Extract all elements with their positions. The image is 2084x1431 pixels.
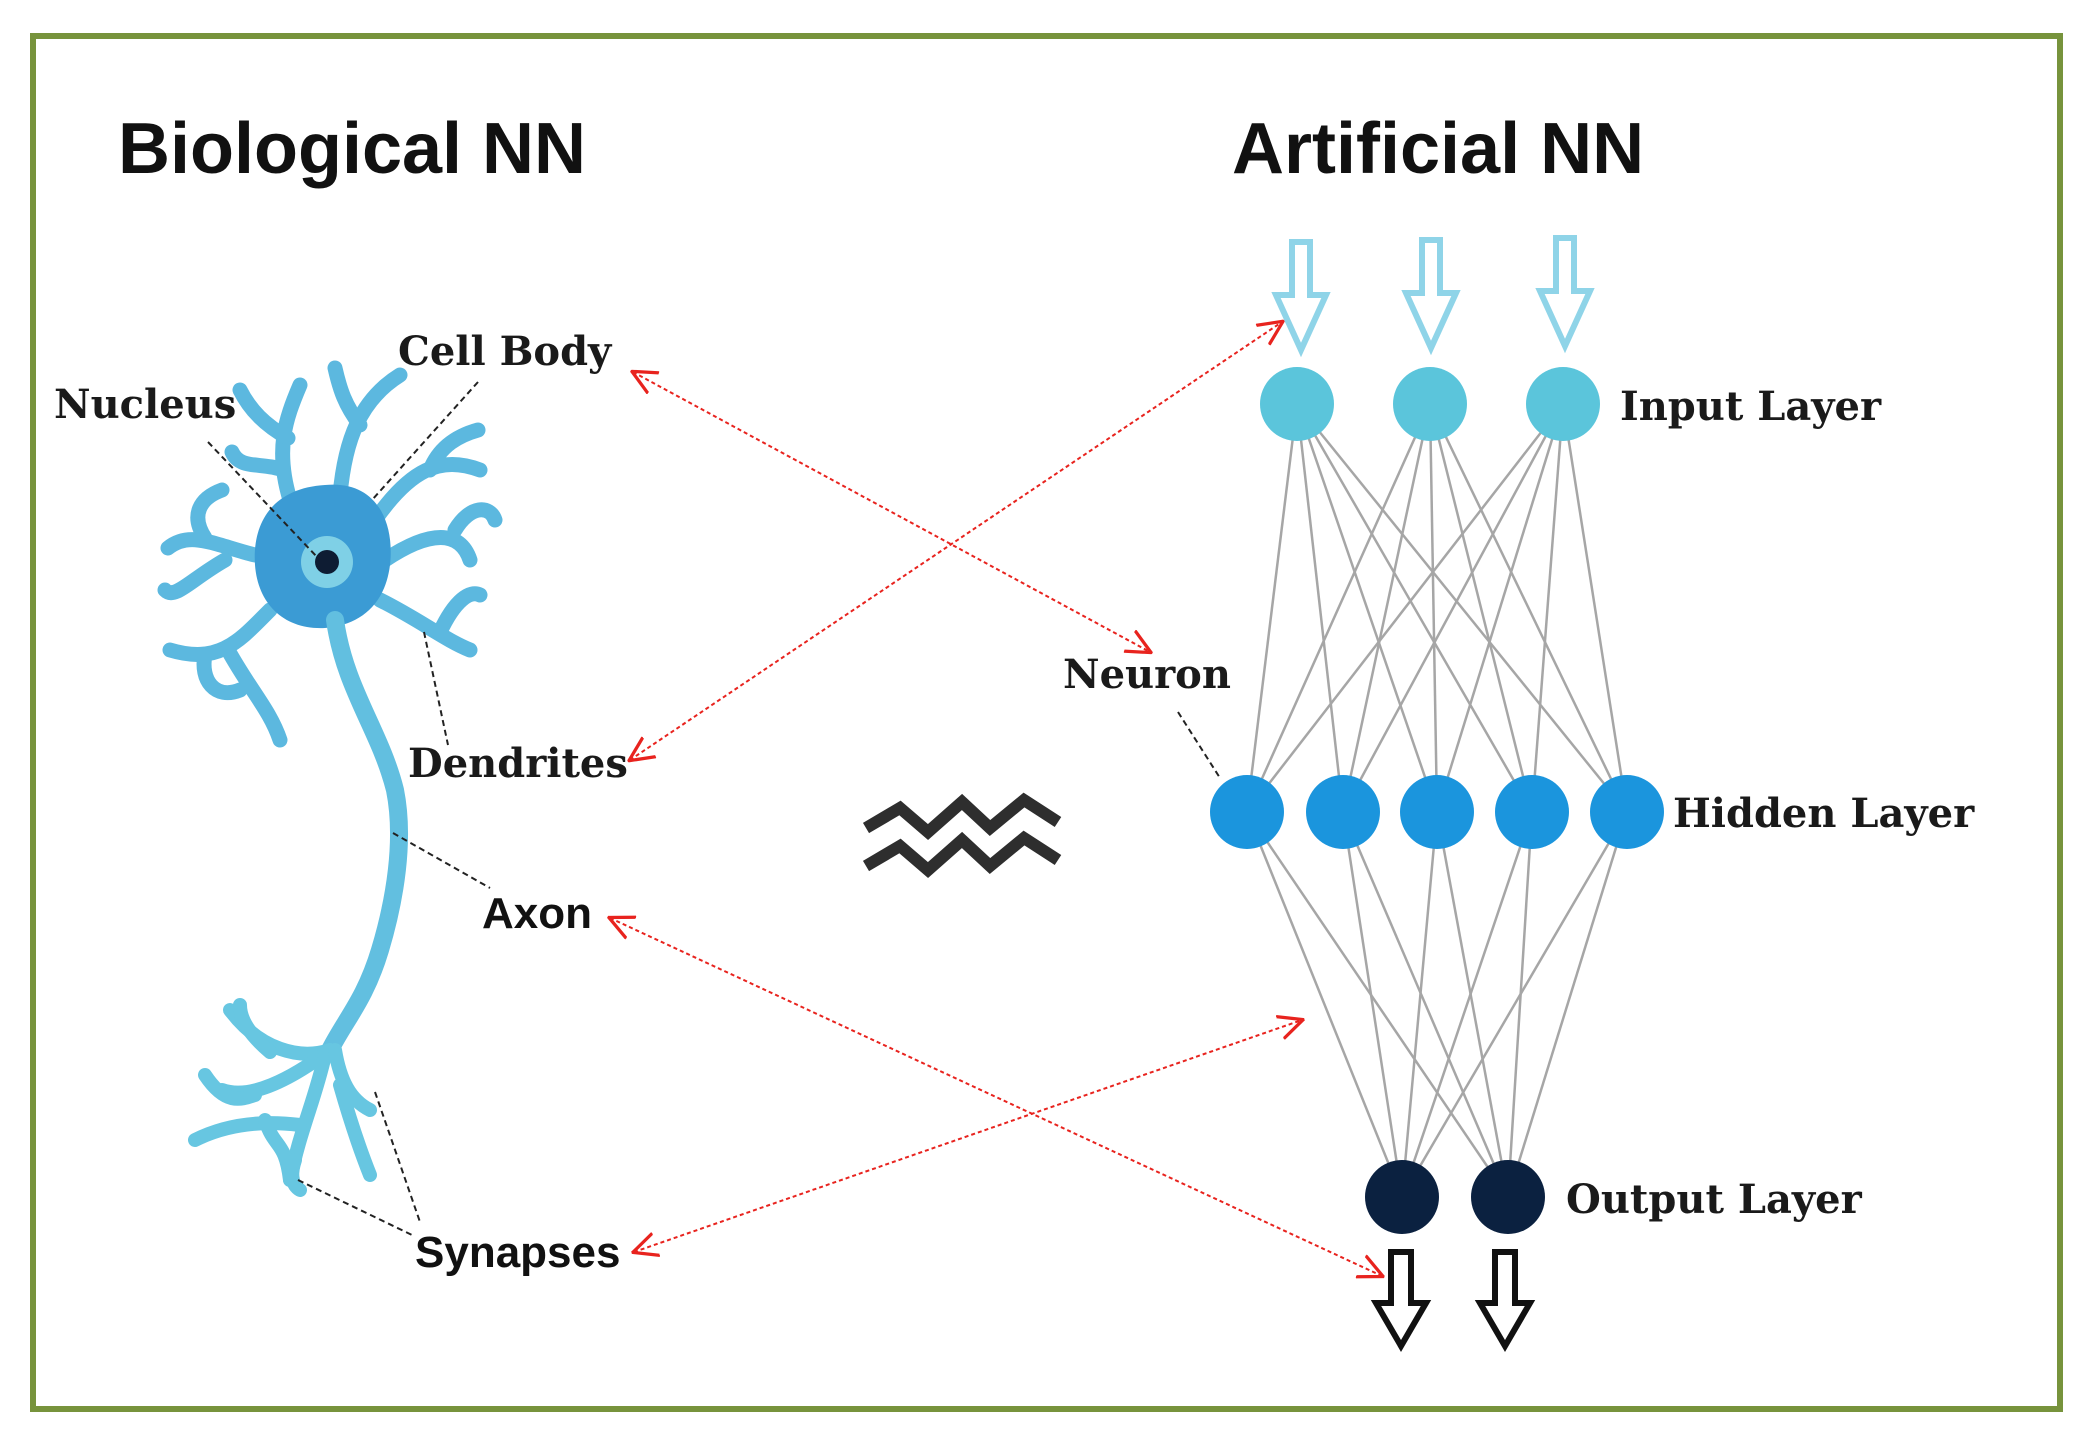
input-arrows (1271, 235, 1595, 358)
biological-neuron (157, 360, 503, 1197)
connection-edge (1506, 811, 1629, 1198)
input-node (1526, 367, 1600, 441)
bio-leader-lines (207, 381, 491, 1236)
connection-edge (1530, 403, 1565, 813)
connection-edge (1435, 811, 1510, 1198)
output-arrows (1370, 1249, 1536, 1352)
connection-edge (1561, 403, 1629, 813)
hidden-node (1210, 775, 1284, 849)
nucleus (315, 550, 339, 574)
title-artificial-nn: Artificial NN (1232, 109, 1644, 189)
connection-edge (1428, 403, 1439, 813)
connection-edge (1341, 403, 1432, 813)
label-neuron: Neuron (1063, 651, 1231, 698)
hidden-layer-nodes (1210, 775, 1664, 849)
connection-edge (1296, 403, 1628, 813)
connection-edge (1341, 811, 1510, 1198)
axon (321, 611, 408, 1059)
input-node (1393, 367, 1467, 441)
hidden-node (1400, 775, 1474, 849)
connection-edge (1506, 811, 1534, 1198)
arrow-synapses-connections (634, 1020, 1302, 1252)
hidden-node (1306, 775, 1380, 849)
connection-edge (1400, 811, 1534, 1198)
label-synapses: Synapses (415, 1228, 620, 1277)
input-layer-nodes (1260, 367, 1600, 441)
label-output-layer: Output Layer (1566, 1176, 1863, 1223)
connection-edge (1246, 403, 1564, 813)
down-arrow-icon (1401, 237, 1461, 356)
connections-input-hidden (1245, 403, 1629, 813)
arrow-dendrites-input (630, 322, 1282, 760)
connection-edge (1295, 403, 1534, 813)
input-node (1260, 367, 1334, 441)
connection-edge (1400, 811, 1439, 1198)
title-biological-nn: Biological NN (118, 109, 586, 189)
connection-edge (1295, 403, 1345, 813)
axon-terminals (188, 998, 377, 1197)
label-input-layer: Input Layer (1620, 383, 1882, 430)
label-axon: Axon (482, 889, 592, 938)
label-nucleus: Nucleus (54, 381, 236, 428)
hidden-node (1495, 775, 1569, 849)
down-arrow-icon (1271, 239, 1331, 358)
connection-edge (1435, 403, 1565, 813)
down-arrow-icon (1370, 1249, 1432, 1352)
connection-edge (1295, 403, 1439, 813)
label-dendrites: Dendrites (408, 740, 628, 787)
output-node (1471, 1160, 1545, 1234)
hidden-node (1590, 775, 1664, 849)
correspondence-arrows (610, 322, 1382, 1276)
connection-edge (1428, 403, 1534, 813)
output-node (1365, 1160, 1439, 1234)
connection-edge (1400, 811, 1629, 1198)
down-arrow-icon (1474, 1249, 1536, 1352)
label-cell-body: Cell Body (398, 328, 613, 375)
connection-edge (1428, 403, 1629, 813)
approximately-equal-icon (862, 792, 1062, 878)
label-hidden-layer: Hidden Layer (1673, 790, 1975, 837)
dendrite-branches (157, 360, 503, 748)
connection-edge (1341, 403, 1565, 813)
down-arrow-icon (1535, 235, 1595, 354)
